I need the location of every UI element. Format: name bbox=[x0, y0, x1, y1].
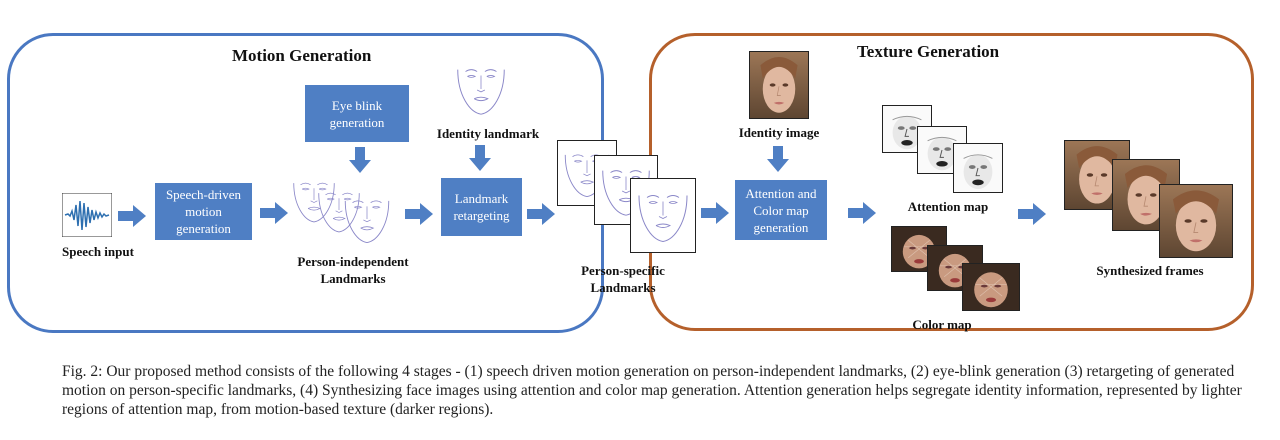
attention-color-map-generation-box: Attention and Color map generation bbox=[735, 180, 827, 240]
motion-generation-title: Motion Generation bbox=[232, 46, 372, 65]
color-map-label: Color map bbox=[912, 317, 972, 332]
person-independent-landmarks-label: Person-independent Landmarks bbox=[297, 254, 409, 286]
texture-generation-title: Texture Generation bbox=[857, 42, 1000, 61]
arrow-down-icon bbox=[349, 147, 371, 173]
identity-landmark-label: Identity landmark bbox=[436, 126, 540, 141]
arrow-right-icon bbox=[405, 203, 433, 225]
arrow-right-icon bbox=[701, 202, 729, 224]
identity-image-label: Identity image bbox=[738, 125, 820, 140]
landmark-retargeting-box: Landmark retargeting bbox=[441, 178, 522, 236]
attention-map-label: Attention map bbox=[907, 199, 989, 214]
synthesized-frames-label: Synthesized frames bbox=[1096, 263, 1204, 278]
identity-landmark-face-icon bbox=[457, 69, 505, 115]
synthesized-frame bbox=[1159, 184, 1233, 258]
arrow-right-icon bbox=[260, 202, 288, 224]
speech-driven-motion-generation-box: Speech-driven motion generation bbox=[155, 183, 252, 240]
figure-caption: Fig. 2: Our proposed method consists of … bbox=[62, 363, 1242, 418]
arrow-right-icon bbox=[527, 203, 555, 225]
attention-map-frame bbox=[953, 143, 1003, 193]
arrow-right-icon bbox=[848, 202, 876, 224]
identity-image bbox=[749, 51, 809, 119]
eye-blink-generation-box: Eye blink generation bbox=[305, 85, 409, 142]
arrow-right-icon bbox=[1018, 203, 1046, 225]
landmark-face-icon bbox=[344, 200, 390, 244]
arrow-right-icon bbox=[118, 205, 146, 227]
person-specific-landmarks-label: Person-specific Landmarks bbox=[581, 263, 665, 295]
arrow-down-icon bbox=[469, 145, 491, 171]
speech-input-label: Speech input bbox=[62, 244, 134, 259]
speech-waveform-icon bbox=[62, 193, 112, 237]
arrow-down-icon bbox=[767, 146, 789, 172]
color-map-frame bbox=[962, 263, 1020, 311]
person-specific-landmark-frame bbox=[630, 178, 696, 253]
